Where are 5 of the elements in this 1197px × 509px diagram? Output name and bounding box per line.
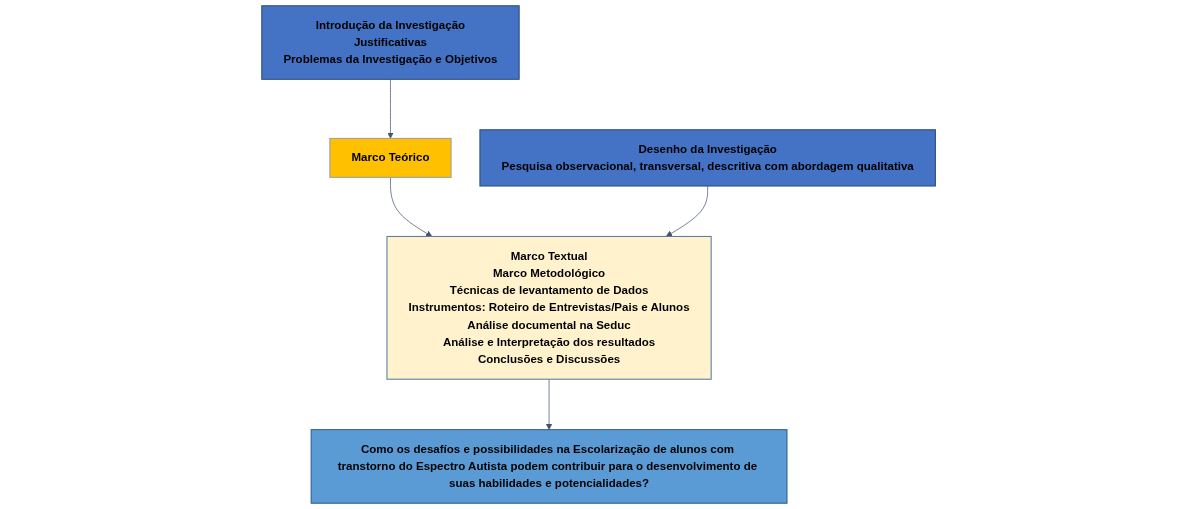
node-box: Introdução da Investigação Justificativas Problemas da Investigação e Objetivos: [261, 5, 520, 80]
node-box: Marco Teórico: [329, 137, 452, 178]
node-box: Desenho da Investigação Pesquisa observacional, transversal, descritiva com abordagem qualitativa: [479, 129, 936, 187]
node-box: Marco Textual Marco Metodológico Técnicas de levantamento de Dados Instrumentos: Roteiro de Entrevistas/Pais e Alunos Análise documental na Seduc Análise e Interpretação dos resultados Conclusões e Discussões: [386, 235, 712, 380]
node-box: Como os desafíos e possibilidades na Escolarização de alunos com transtorno do Espectro Autista podem contribuir para o desenvolvimento de suas habilidades e potencialidades?: [310, 429, 788, 504]
